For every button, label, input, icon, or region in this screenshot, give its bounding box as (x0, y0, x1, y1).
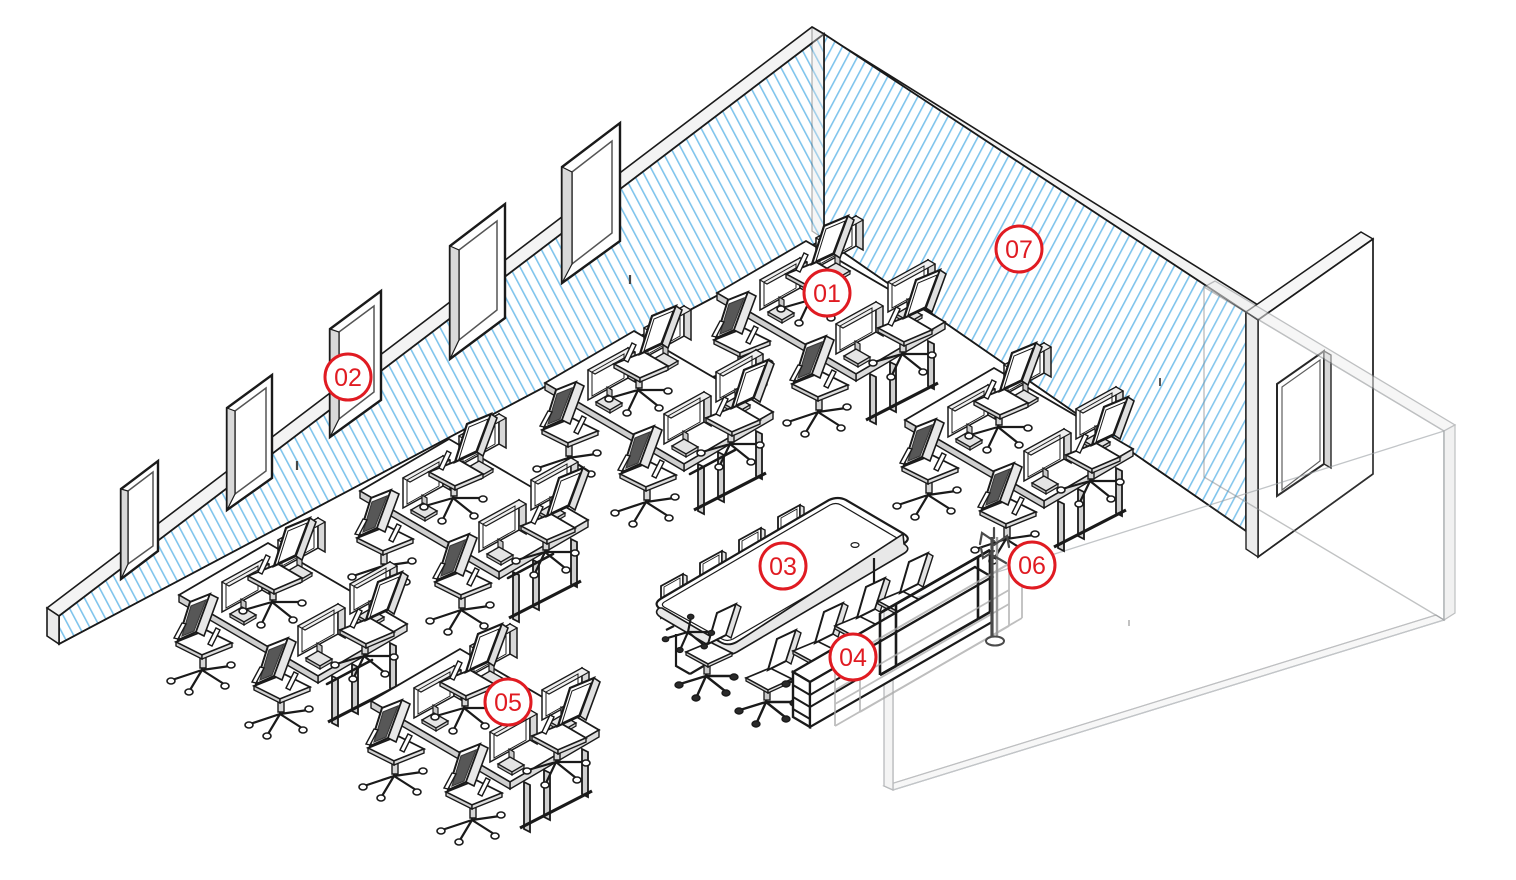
wall-white-base-line (1257, 473, 1374, 558)
callout-marker-06[interactable]: 06 (1007, 540, 1057, 590)
conference-table-grommet (850, 541, 860, 548)
coat-rack-hooks (978, 526, 1011, 565)
window-1 (119, 458, 160, 582)
furniture-group (165, 214, 1136, 847)
conference-chair-head-2[interactable] (661, 613, 716, 654)
workstation-cluster-3[interactable] (531, 304, 776, 529)
window-5 (560, 120, 622, 286)
wall-right-white (1244, 231, 1375, 559)
callout-markers-group: 01 02 03 04 05 06 07 (323, 224, 1057, 727)
callout-circle-01[interactable] (802, 268, 852, 318)
coat-rack-base (985, 635, 1005, 647)
wall-left-base-line (58, 238, 825, 645)
conference-table-edge (655, 532, 909, 656)
window-4 (448, 201, 507, 362)
callout-circle-03[interactable] (758, 541, 808, 591)
callout-label-05: 05 (494, 689, 522, 717)
callout-marker-02[interactable]: 02 (323, 352, 373, 402)
wall-corner-seam (811, 25, 825, 241)
desk-cable-rails (325, 448, 737, 686)
callout-label-04: 04 (839, 644, 867, 672)
workstation-cluster-6[interactable] (357, 622, 602, 847)
callout-label-07: 07 (1005, 236, 1033, 264)
callout-marker-04[interactable]: 04 (828, 632, 878, 682)
callout-circle-04[interactable] (828, 632, 878, 682)
callout-circle-05[interactable] (483, 677, 533, 727)
callout-marker-03[interactable]: 03 (758, 541, 808, 591)
callout-marker-01[interactable]: 01 (802, 268, 852, 318)
callout-marker-05[interactable]: 05 (483, 677, 533, 727)
glass-partition-front (882, 430, 1446, 792)
window-2 (225, 372, 274, 513)
callout-circle-06[interactable] (1007, 540, 1057, 590)
cluster-6-inner[interactable] (357, 622, 602, 847)
glass-partition-side (1202, 280, 1457, 622)
workstation-cluster-5[interactable] (165, 516, 410, 741)
callout-label-03: 03 (769, 553, 797, 581)
door-inner-edge (1281, 358, 1321, 492)
cluster-4-inner[interactable] (346, 412, 591, 637)
callout-circle-02[interactable] (323, 352, 373, 402)
workstation-cluster-2[interactable] (891, 341, 1136, 566)
cluster-5-inner[interactable] (165, 516, 410, 741)
callout-label-01: 01 (813, 280, 841, 308)
callout-label-02: 02 (334, 364, 362, 392)
glass-side-edge (1443, 423, 1456, 622)
callout-label-06: 06 (1018, 552, 1046, 580)
workstation-cluster-4[interactable] (346, 412, 591, 637)
callout-marker-07[interactable]: 07 (994, 224, 1044, 274)
door-right-wall[interactable] (1276, 349, 1332, 498)
callout-circle-07[interactable] (994, 224, 1044, 274)
coat-rack-group[interactable] (978, 526, 1011, 647)
walls-group (45, 25, 1457, 792)
